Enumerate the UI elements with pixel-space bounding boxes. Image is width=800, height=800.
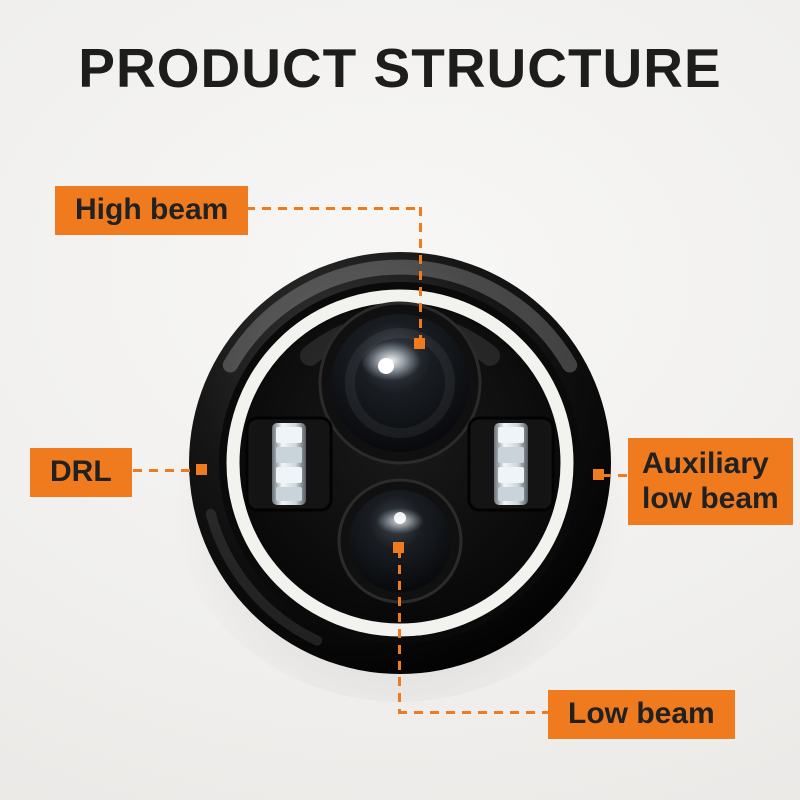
high-beam-marker xyxy=(414,338,425,349)
low-beam-connector-vertical xyxy=(398,549,401,711)
auxiliary-low-beam-label-line2: low beam xyxy=(642,481,779,515)
auxiliary-low-beam-marker xyxy=(593,469,604,480)
rim-bottom-left-reflection xyxy=(205,508,323,646)
high-beam-label: High beam xyxy=(55,186,249,235)
drl-led-module-left xyxy=(245,416,333,512)
rim-top-reflection xyxy=(222,259,578,373)
low-beam-connector-horizontal xyxy=(398,711,548,714)
headlight-product-image xyxy=(185,248,615,678)
low-beam-marker xyxy=(393,542,404,553)
high-beam-lens xyxy=(318,301,482,465)
drl-marker xyxy=(196,464,207,475)
high-beam-connector-horizontal xyxy=(230,207,420,210)
high-beam-connector-vertical xyxy=(419,207,422,341)
drl-connector-horizontal xyxy=(133,469,199,472)
aux-low-beam-module-right xyxy=(467,416,555,512)
page-title: PRODUCT STRUCTURE xyxy=(78,37,722,99)
drl-label: DRL xyxy=(30,448,132,497)
auxiliary-low-beam-connector-horizontal xyxy=(602,474,628,477)
headlight-illustration xyxy=(189,252,611,674)
low-beam-label: Low beam xyxy=(548,690,735,739)
auxiliary-low-beam-label: Auxiliary low beam xyxy=(628,438,793,525)
auxiliary-low-beam-label-line1: Auxiliary xyxy=(642,447,769,480)
